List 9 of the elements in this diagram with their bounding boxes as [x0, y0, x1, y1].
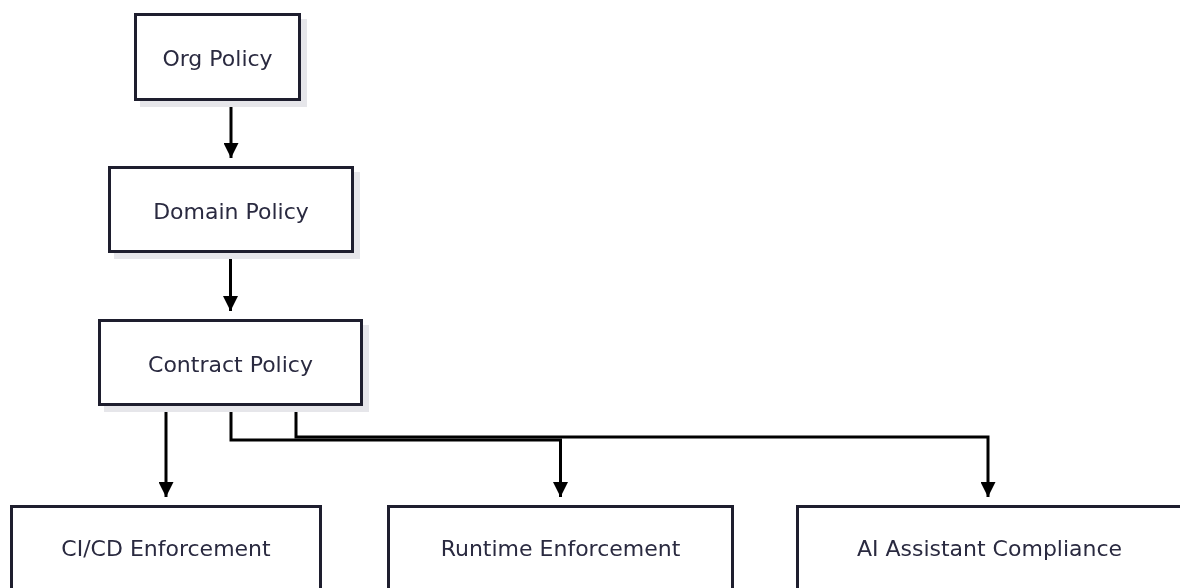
box-label: Org Policy [162, 46, 273, 71]
box-label: AI Assistant Compliance [856, 536, 1123, 561]
process-box [796, 505, 1180, 588]
box-label: Domain Policy [153, 199, 309, 224]
process-box [387, 505, 734, 588]
process-box [10, 505, 322, 588]
box-label: CI/CD Enforcement [61, 536, 271, 561]
box-label: Contract Policy [148, 352, 313, 377]
box-label: Runtime Enforcement [440, 536, 681, 561]
